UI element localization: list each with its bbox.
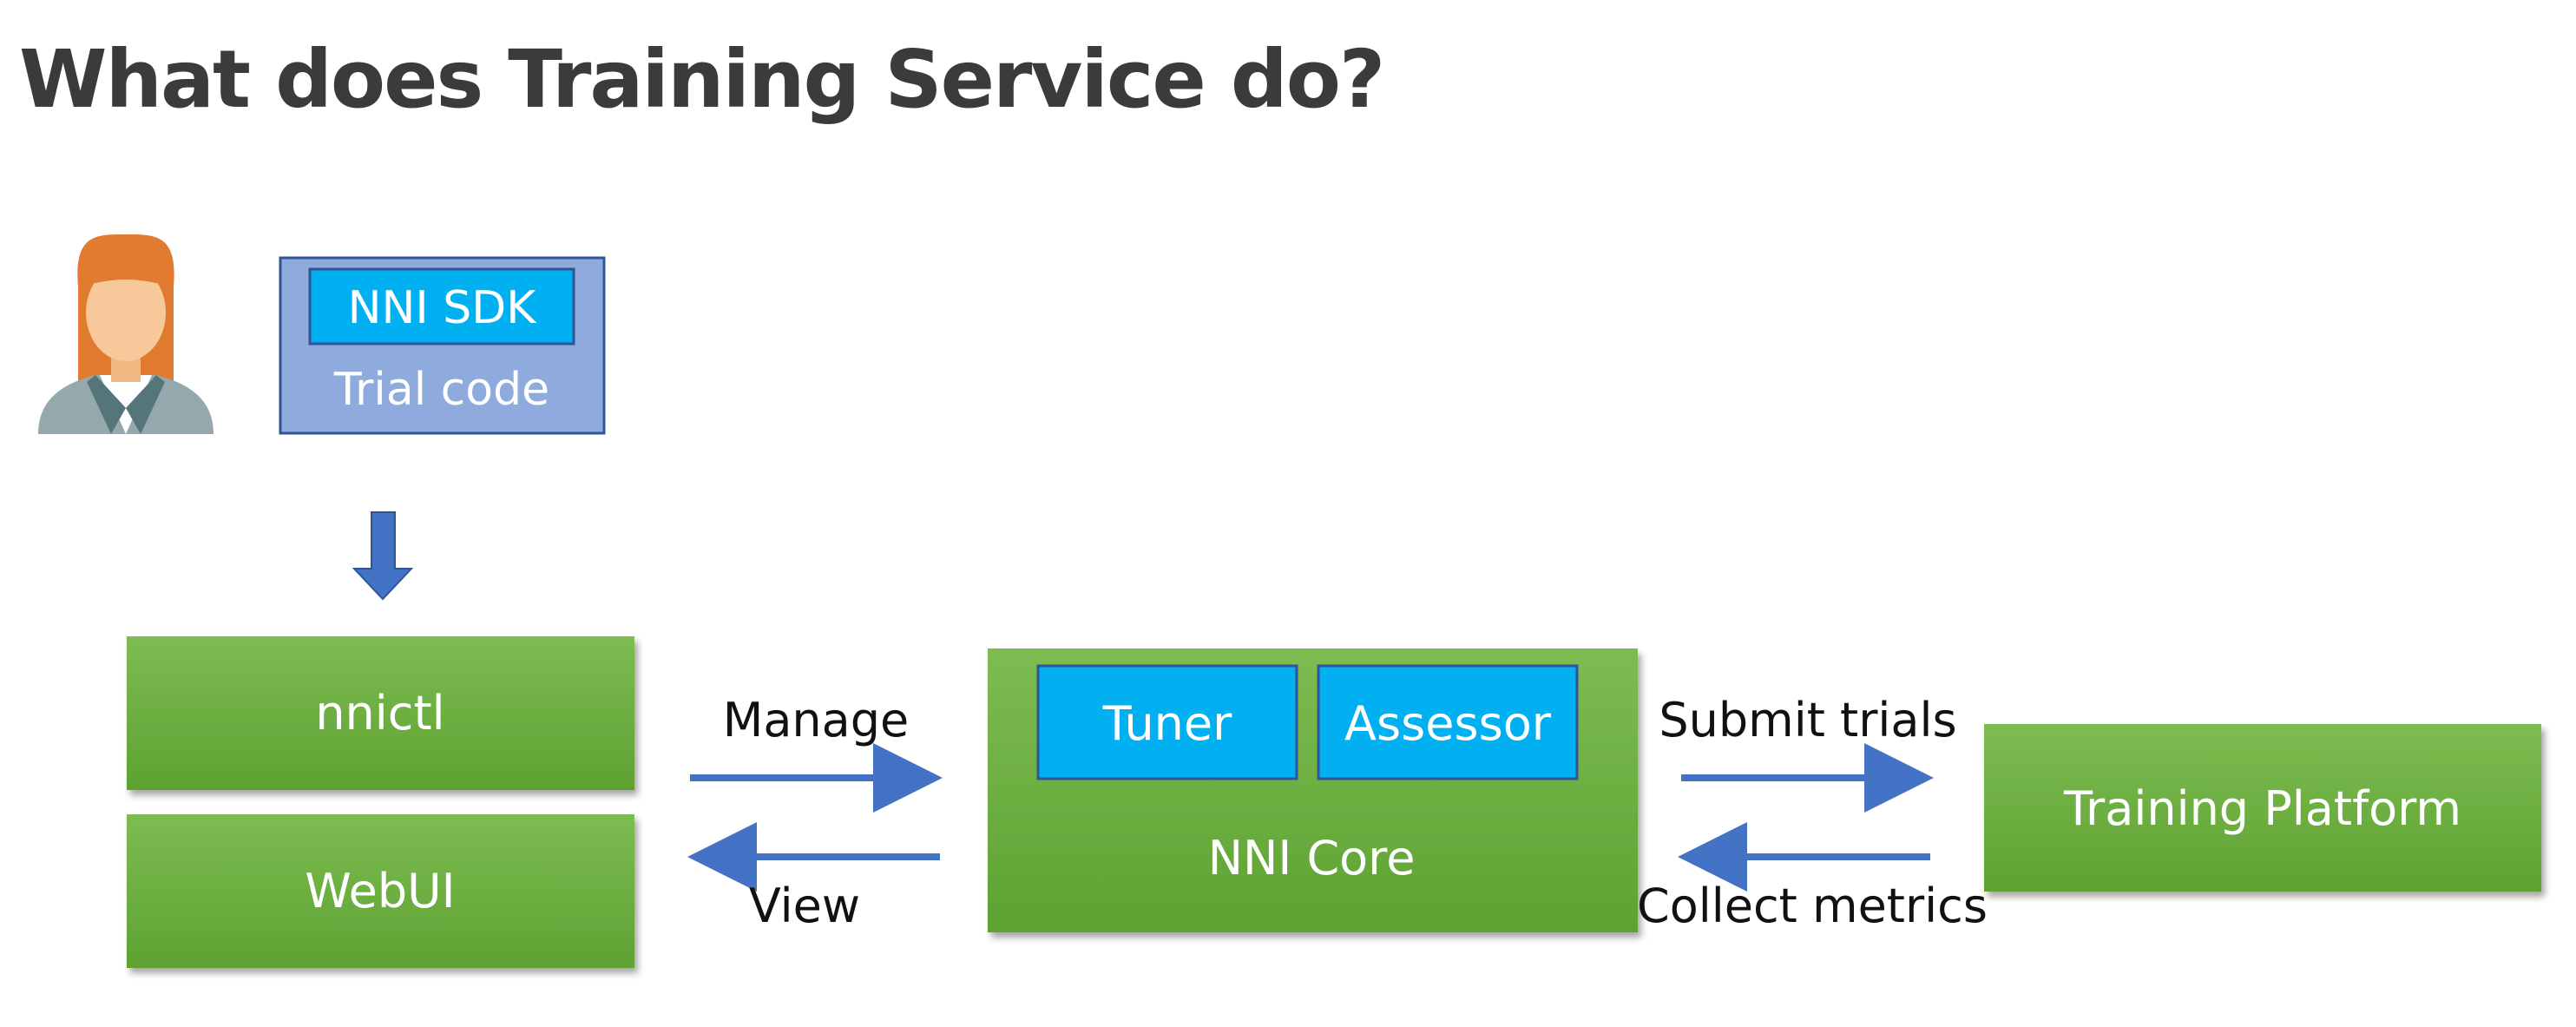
nni-sdk-box xyxy=(308,267,575,346)
training-platform-label: Training Platform xyxy=(2063,781,2461,836)
submit-trials-label: Submit trials xyxy=(1659,693,1956,747)
nnictl-box: nnictl xyxy=(127,636,634,790)
assessor-label: Assessor xyxy=(1344,696,1552,751)
webui-box: WebUI xyxy=(127,814,634,968)
nni-sdk-label: NNI SDK xyxy=(348,282,538,334)
down-arrow-icon xyxy=(352,511,414,601)
collect-metrics-label: Collect metrics xyxy=(1637,879,1988,933)
view-label: View xyxy=(749,879,860,933)
nnictl-label: nnictl xyxy=(315,686,444,741)
training-platform-box: Training Platform xyxy=(1984,724,2541,892)
trial-code-label: Trial code xyxy=(333,364,549,416)
tuner-label: Tuner xyxy=(1102,696,1232,751)
webui-label: WebUI xyxy=(305,864,455,918)
assessor-box xyxy=(1317,664,1579,780)
page-title: What does Training Service do? xyxy=(19,33,1385,126)
user-avatar-icon xyxy=(38,234,214,434)
nni-core-label: NNI Core xyxy=(1208,831,1416,885)
nni-core-box: Tuner Assessor NNI Core xyxy=(988,648,1638,932)
manage-label: Manage xyxy=(723,693,910,747)
tuner-box xyxy=(1036,664,1298,780)
trial-code-box: NNI SDK Trial code xyxy=(279,256,606,435)
